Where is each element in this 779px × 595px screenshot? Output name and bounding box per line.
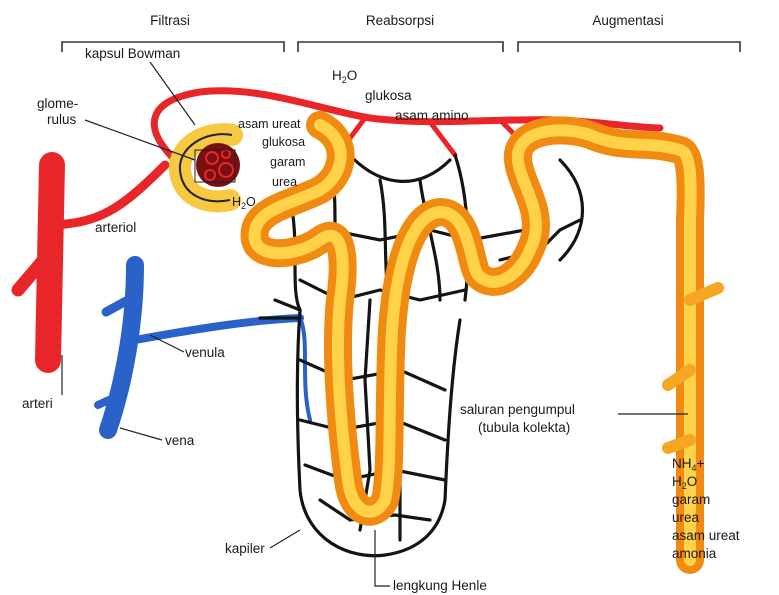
nephron-tubule [255,125,718,560]
urine-nh4: NH4+ [672,456,705,473]
urine-asam-ureat: asam ureat [672,528,740,543]
reabsorbed-water: H2O [332,68,357,85]
leader-glomerulus [85,120,195,160]
stage-reabsorpsi: Reabsorpsi [366,13,434,28]
stage-filtrasi: Filtrasi [150,13,190,28]
urine-urea: urea [672,510,700,525]
label-kapsul-bowman: kapsul Bowman [85,46,180,61]
leader-vena [120,428,162,440]
label-vena: vena [165,433,195,448]
label-arteriol: arteriol [95,220,136,235]
label-kapiler: kapiler [225,541,265,556]
filtrate-garam: garam [270,155,305,169]
reabsorbed-asam-amino: asam amino [395,108,469,123]
bowman-capsule [180,134,240,201]
label-glomerulus-2: rulus [47,112,77,127]
label-venula: venula [185,345,225,360]
filtrate-glukosa: glukosa [262,135,305,149]
filtrate-urea: urea [272,175,297,189]
label-lengkung-henle: lengkung Henle [393,578,487,593]
label-saluran-pengumpul-2: (tubula kolekta) [478,420,570,435]
leader-lengkung-henle [375,530,390,586]
label-glomerulus-1: glome- [37,96,78,111]
leader-kapiler [270,530,300,548]
reabsorbed-glukosa: glukosa [365,88,412,103]
filtrate-water: H2O [232,195,256,211]
label-arteri: arteri [22,396,53,411]
stage-augmentasi: Augmentasi [592,13,663,28]
filtrate-asam-ureat: asam ureat [238,117,301,131]
urine-garam: garam [672,492,710,507]
label-saluran-pengumpul-1: saluran pengumpul [460,402,575,417]
urine-amonia: amonia [672,546,717,561]
